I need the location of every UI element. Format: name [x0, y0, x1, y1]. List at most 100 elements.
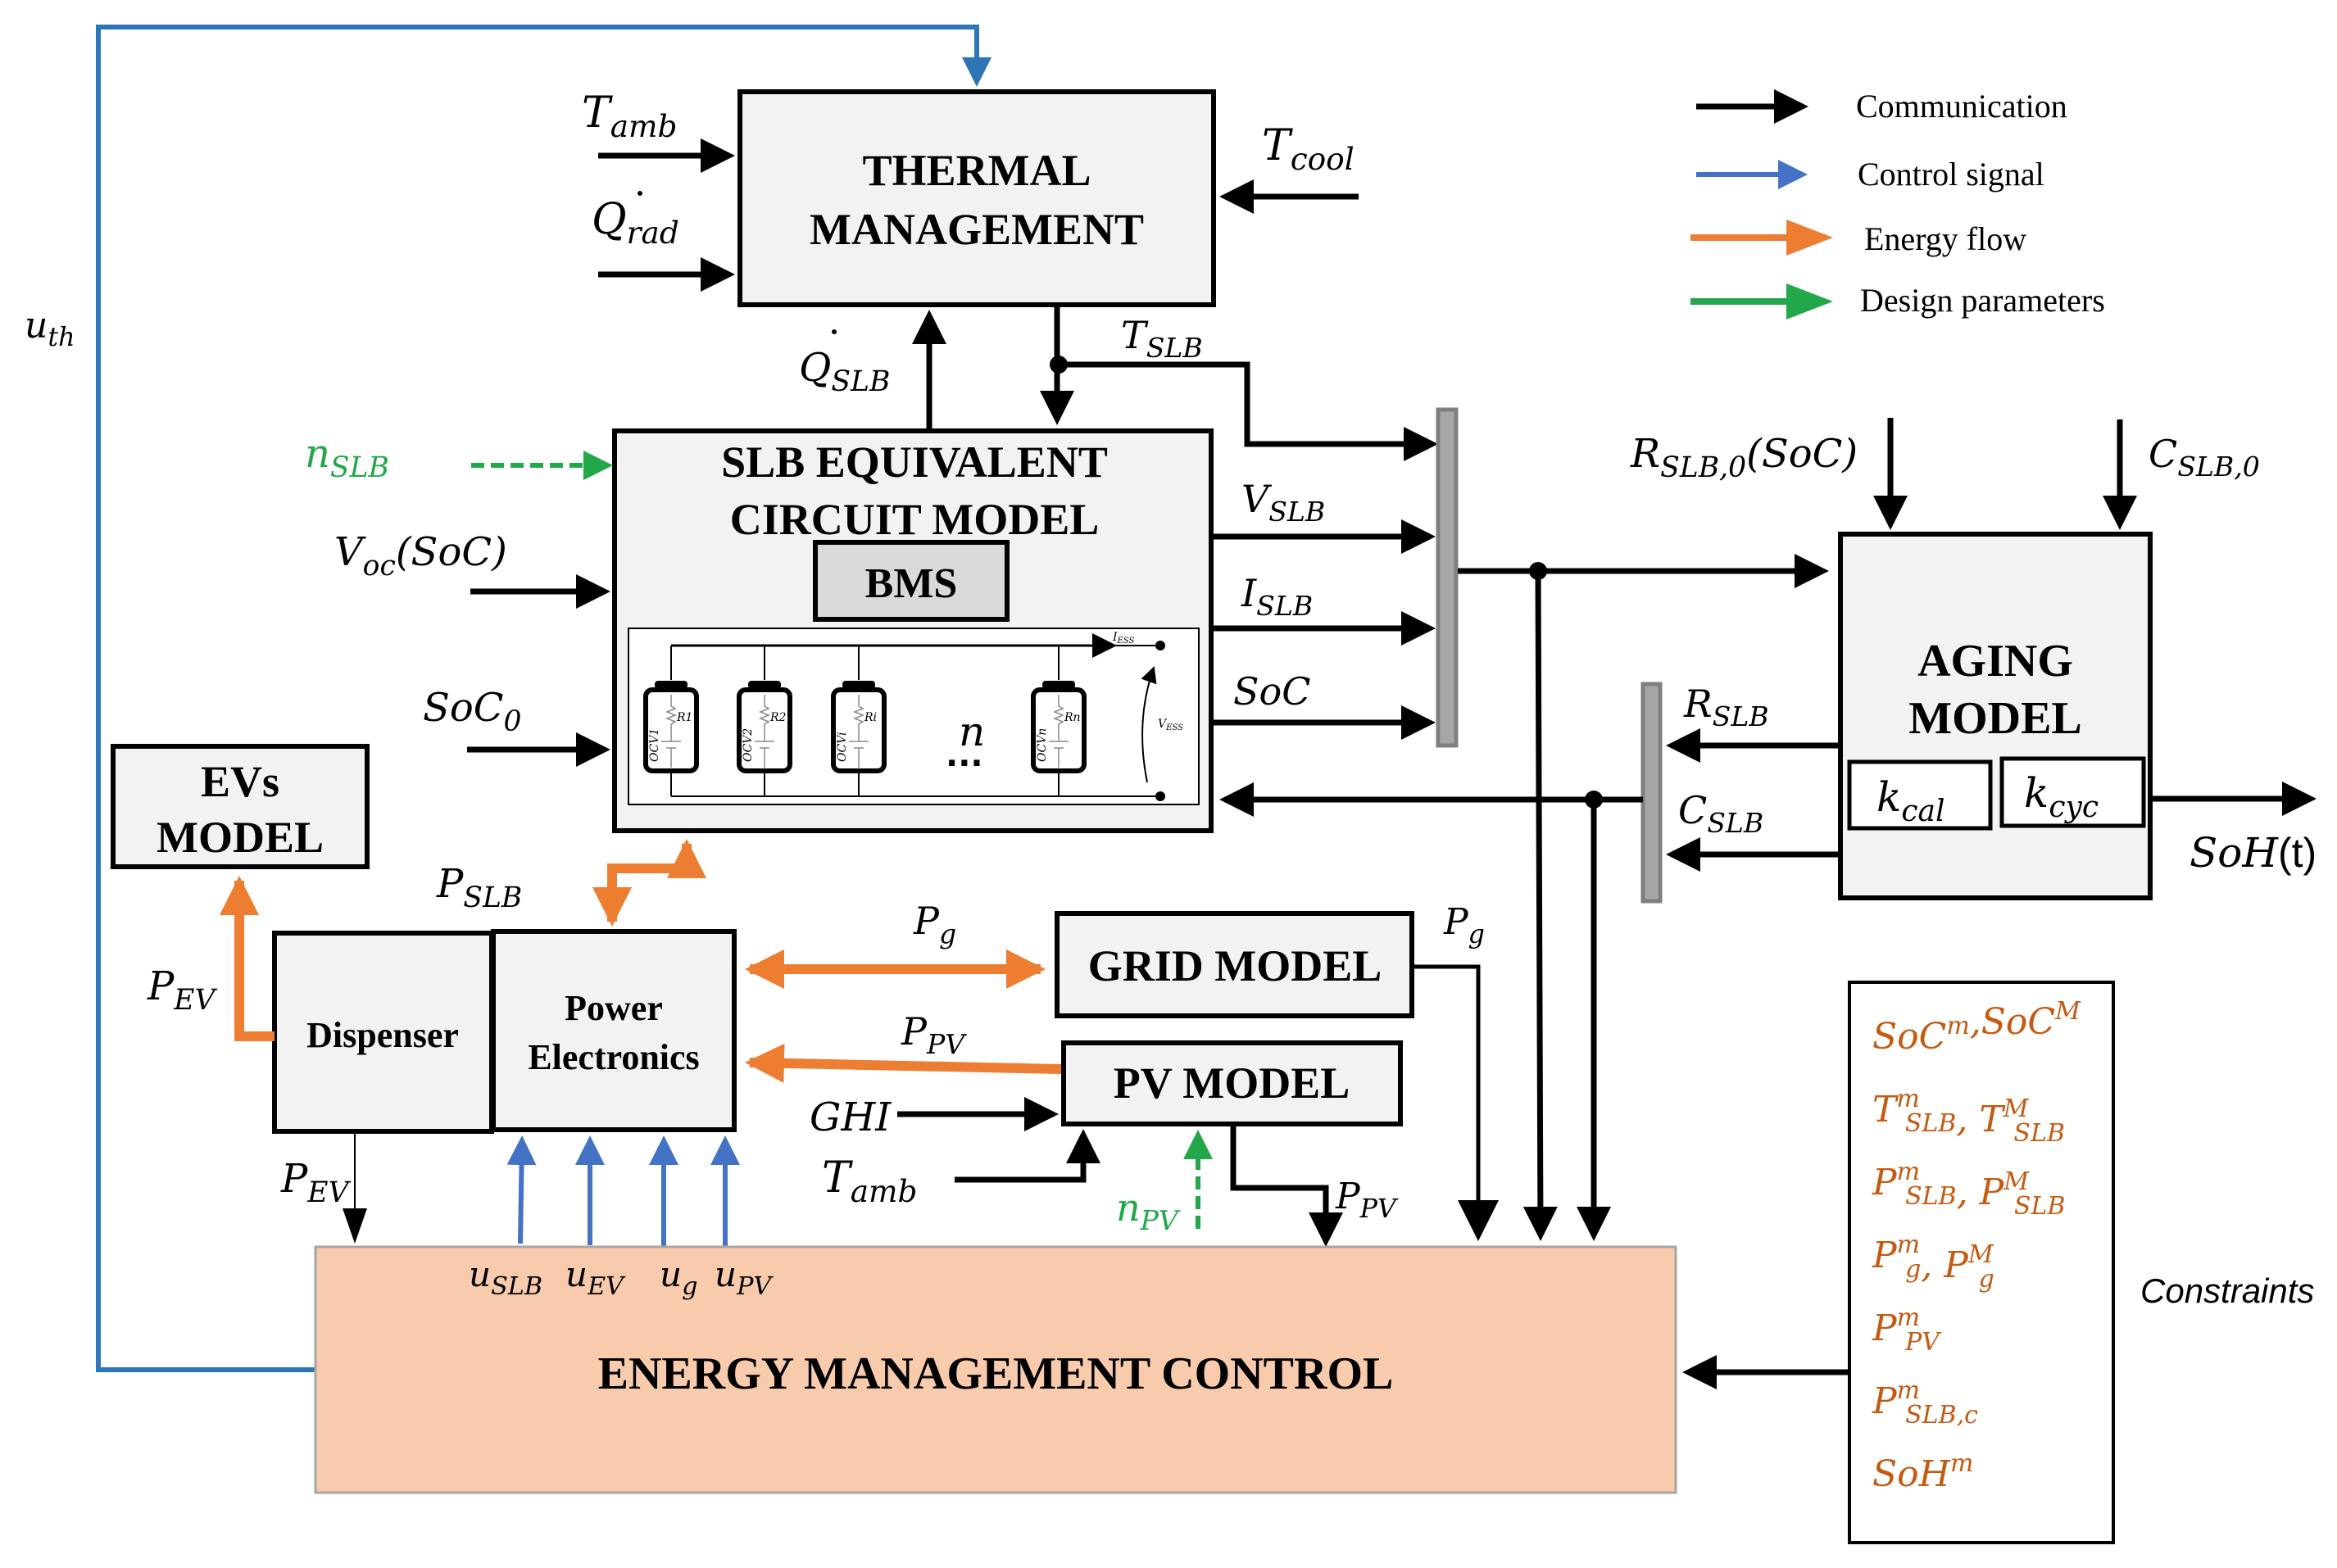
thermal-title-line2: MANAGEMENT	[810, 205, 1144, 254]
dispenser-label: Dispenser	[306, 1015, 459, 1055]
mux-bar-outputs	[1436, 407, 1459, 748]
pv-model-block[interactable]: PV MODEL	[1061, 1040, 1403, 1126]
energy-flow-arrowhead-icon	[1786, 220, 1833, 256]
circuit-frame	[628, 628, 1200, 805]
t-slb-label: TSLB	[1121, 313, 1203, 364]
dispenser-block[interactable]: Dispenser	[272, 931, 494, 1134]
soc0-label: SoC0	[423, 685, 522, 738]
cell-circuit-icon	[849, 695, 869, 768]
p-g-label: Pg	[913, 899, 956, 949]
u-g-label: ug	[660, 1254, 697, 1301]
p-pv-to-emc-line	[1230, 1124, 1343, 1247]
aging-title-line2: MODEL	[1908, 693, 2082, 744]
slb-title-line2: CIRCUIT MODEL	[730, 495, 1100, 544]
cell-ocv-label: OCVi	[836, 732, 849, 762]
battery-terminal-icon	[748, 681, 781, 689]
constraint-item: SoHm	[1872, 1449, 1973, 1495]
power-electronics-box[interactable]	[491, 929, 737, 1132]
q-rad-dot-icon	[638, 191, 642, 196]
t-slb-to-mux-line	[1059, 361, 1438, 461]
v-ess-arrow	[1141, 666, 1157, 783]
u-th-control-line	[96, 25, 992, 1372]
i-slb-label: ISLB	[1241, 571, 1313, 622]
u-slb-label: uSLB	[469, 1254, 542, 1301]
grid-model-box[interactable]	[1055, 911, 1414, 1018]
slb-equivalent-circuit-block[interactable]: SLB EQUIVALENT CIRCUIT MODEL BMS IESS VE…	[612, 428, 1214, 833]
cell-ocv-label: OCV2	[742, 728, 755, 762]
legend-label: Design parameters	[1860, 282, 2105, 319]
cell-circuit-icon	[661, 695, 681, 768]
energy-management-control-box[interactable]	[314, 1245, 1677, 1494]
k-cyc-box[interactable]	[1999, 756, 2146, 828]
evs-model-box[interactable]	[111, 744, 370, 869]
thermal-management-box[interactable]	[737, 89, 1216, 307]
p-ev-up-label: PEV	[147, 963, 218, 1017]
cell-resistance-label: R1	[676, 711, 692, 724]
u-th-label: uth	[25, 305, 75, 352]
n-slb-label: nSLB	[305, 431, 389, 484]
r-slb0-label: RSLB,0(SoC)	[1630, 431, 1858, 484]
constraints-box[interactable]	[1848, 981, 2115, 1544]
t-amb-pv-input-arrow	[955, 1129, 1100, 1183]
aging-model-box[interactable]	[1838, 532, 2153, 900]
bms-label: BMS	[865, 560, 958, 607]
cell-circuit-icon	[755, 695, 774, 768]
circuit-terminal-top	[1155, 641, 1165, 650]
p-g-out-label: Pg	[1443, 901, 1485, 949]
p-slb-energy-bidirectional	[592, 839, 706, 927]
thermal-management-block[interactable]: THERMAL MANAGEMENT	[737, 89, 1216, 307]
battery-terminal-icon	[655, 681, 687, 689]
grid-model-block[interactable]: GRID MODEL	[1055, 911, 1414, 1018]
soh-t-label: SoH(t)	[2190, 829, 2317, 877]
power-electronics-block[interactable]: Power Electronics	[491, 929, 737, 1132]
evs-title-line1: EVs	[201, 757, 279, 806]
cell-resistance-label: Rn	[1064, 711, 1081, 724]
thermal-title-line1: THERMAL	[862, 146, 1091, 195]
c-slb-label: CSLB	[1678, 788, 1763, 839]
q-slb-label: QSLB	[799, 345, 890, 398]
legend: Communication Control signal Energy flow…	[1690, 88, 2105, 319]
cell-resistance-label: Ri	[864, 711, 877, 724]
q-rad-label: Qrad	[592, 195, 679, 251]
u-ev-label: uEV	[565, 1254, 626, 1301]
evs-model-block[interactable]: EVs MODEL	[111, 744, 370, 869]
cell-resistance-label: R2	[769, 711, 787, 724]
n-pv-label: nPV	[1116, 1185, 1181, 1236]
legend-label: Control signal	[1858, 156, 2044, 193]
power-electronics-line1: Power	[565, 988, 663, 1028]
v-oc-label: Voc(SoC)	[334, 529, 507, 582]
t-amb-pv-label: Tamb	[822, 1153, 917, 1209]
p-pv-label: PPV	[901, 1009, 967, 1060]
soc-label: SoC	[1233, 669, 1310, 714]
legend-label: Communication	[1856, 88, 2067, 125]
aging-model-block[interactable]: AGING MODEL kcal kcyc	[1838, 532, 2153, 900]
design-parameters-arrowhead-icon	[1786, 283, 1833, 319]
cell-ocv-label: OCVn	[1036, 728, 1049, 762]
aging-title-line1: AGING	[1917, 636, 2073, 687]
constraint-item: SoCm,SoCM	[1872, 997, 2081, 1058]
slb-title-line1: SLB EQUIVALENT	[721, 437, 1108, 487]
legend-item-energy-flow: Energy flow	[1690, 220, 2026, 257]
bms-block[interactable]: BMS	[813, 540, 1010, 622]
c-slb0-label: CSLB,0	[2149, 432, 2260, 483]
grid-model-label: GRID MODEL	[1088, 941, 1382, 990]
constraints-label: Constraints	[2140, 1271, 2314, 1310]
bms-box[interactable]	[813, 540, 1010, 622]
legend-item-design-parameters: Design parameters	[1690, 282, 2105, 319]
legend-label: Energy flow	[1864, 220, 2026, 257]
t-cool-label: Tcool	[1262, 121, 1355, 177]
dispenser-box[interactable]	[272, 931, 494, 1134]
k-cal-box[interactable]	[1847, 759, 1993, 831]
k-cal-label: kcal	[1876, 773, 1944, 828]
energy-management-control-block[interactable]: ENERGY MANAGEMENT CONTROL	[314, 1245, 1677, 1494]
